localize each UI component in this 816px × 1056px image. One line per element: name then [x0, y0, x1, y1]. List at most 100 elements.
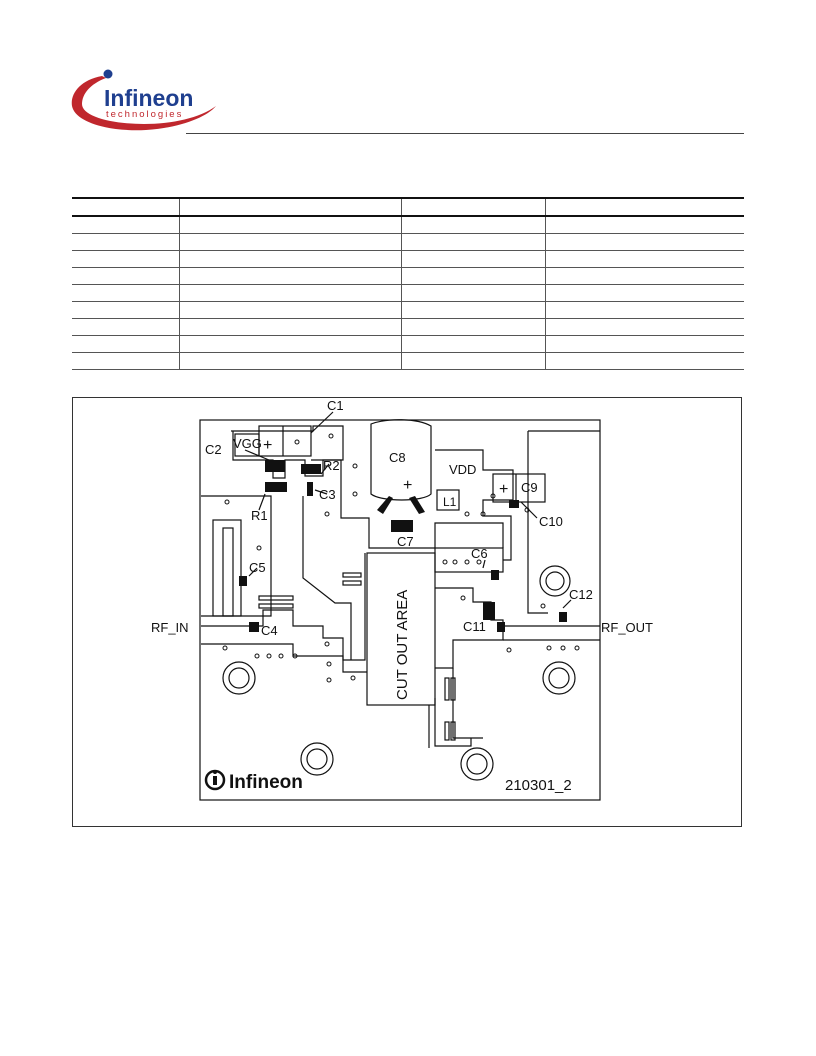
mounting-hole-3	[460, 747, 494, 781]
table-cell	[545, 352, 744, 370]
table-row	[72, 352, 744, 370]
table-cell	[401, 250, 546, 268]
l1-inductor	[436, 489, 460, 511]
label-vgg: VGG	[233, 436, 262, 451]
table-row	[72, 267, 744, 285]
label-l1: L1	[443, 495, 457, 509]
label-c4: C4	[261, 623, 278, 638]
bias-trace	[302, 496, 352, 660]
via-dots	[222, 433, 580, 683]
label-c11: C11	[463, 619, 486, 634]
table-cell	[179, 352, 402, 370]
table-cell	[545, 250, 744, 268]
output-match-region	[435, 587, 504, 669]
table-cell	[179, 216, 402, 234]
label-r1: R1	[251, 508, 268, 523]
parts-table	[72, 197, 744, 370]
infineon-logo: Infineon technologies	[71, 69, 216, 131]
label-rf-out: RF_OUT	[601, 620, 653, 635]
table-cell	[179, 250, 402, 268]
label-plus-vgg: +	[263, 437, 272, 454]
stripe-pad	[342, 580, 362, 586]
input-trace	[201, 553, 366, 661]
table-row	[72, 335, 744, 353]
table-cell	[179, 284, 402, 302]
c3-pad	[307, 482, 313, 496]
board-infineon-logo: Infineon	[204, 769, 303, 793]
label-c1: C1	[327, 398, 344, 413]
stripe-pad	[444, 721, 450, 741]
label-c10: C10	[539, 514, 563, 529]
right-region	[527, 430, 600, 614]
table-row	[72, 318, 744, 336]
label-c2: C2	[205, 442, 222, 457]
board-figure-frame: C1 C2 VGG + R2 C3 R1 C5 C4 RF_IN C8 + C7…	[72, 397, 742, 827]
table-cell	[545, 318, 744, 336]
mounting-hole-2	[300, 742, 334, 776]
mounting-hole-4	[542, 661, 576, 695]
label-rf-in: RF_IN	[151, 620, 189, 635]
table-row	[72, 233, 744, 251]
center-ground-top	[311, 459, 504, 549]
pcb-layout-drawing: C1 C2 VGG + R2 C3 R1 C5 C4 RF_IN C8 + C7…	[151, 398, 653, 801]
table-row	[72, 250, 744, 268]
header-rule	[186, 133, 744, 134]
table-cell	[401, 352, 546, 370]
label-c6: C6	[471, 546, 488, 561]
logo-dot	[103, 69, 113, 79]
r1-pad	[265, 482, 287, 492]
mounting-hole-5	[539, 565, 571, 597]
stripe-pad	[444, 677, 450, 701]
label-c7: C7	[397, 534, 414, 549]
table-row	[72, 284, 744, 302]
table-cell	[401, 284, 546, 302]
c11-pad	[497, 622, 505, 632]
table-header-cell	[72, 197, 180, 217]
c6-pad	[491, 570, 499, 580]
table-cell	[72, 267, 180, 285]
table-header-cell	[401, 197, 546, 217]
c2-pad	[265, 460, 285, 472]
logo-tagline: technologies	[106, 109, 183, 120]
table-cell	[401, 216, 546, 234]
table-cell	[72, 335, 180, 353]
label-board-brand: Infineon	[229, 772, 303, 793]
c8-capacitor-body	[370, 419, 432, 501]
table-cell	[545, 335, 744, 353]
bottom-ground	[201, 643, 472, 748]
table-cell	[545, 301, 744, 319]
table-cell	[401, 318, 546, 336]
c10-pad	[509, 500, 519, 508]
label-plus-c9: +	[499, 481, 508, 498]
table-header-cell	[179, 197, 402, 217]
table-cell	[545, 284, 744, 302]
stripe-pad	[450, 721, 456, 741]
label-plus-c8: +	[403, 477, 412, 494]
stripe-pad	[342, 572, 362, 578]
label-board-id: 210301_2	[505, 777, 572, 794]
transistor-pad	[483, 602, 495, 620]
table-cell	[72, 216, 180, 234]
table-cell	[179, 233, 402, 251]
table-body	[72, 216, 744, 370]
label-c3: C3	[319, 487, 336, 502]
c12-pad	[559, 612, 567, 622]
vdd-region	[435, 449, 514, 561]
table-cell	[401, 233, 546, 251]
label-c5: C5	[249, 560, 266, 575]
table-cell	[179, 267, 402, 285]
logo-brand: Infineon	[104, 85, 193, 111]
c8-leads	[377, 496, 425, 514]
table-cell	[179, 318, 402, 336]
label-cutout-area: CUT OUT AREA	[394, 590, 411, 700]
cutout-area	[366, 552, 436, 706]
table-cell	[72, 250, 180, 268]
r2-pad	[301, 464, 321, 474]
table-cell	[72, 284, 180, 302]
mounting-hole-1	[222, 661, 256, 695]
label-c12: C12	[569, 587, 593, 602]
table-header-cell	[545, 197, 744, 217]
meander-inner	[222, 527, 234, 617]
table-cell	[179, 301, 402, 319]
table-cell	[72, 301, 180, 319]
